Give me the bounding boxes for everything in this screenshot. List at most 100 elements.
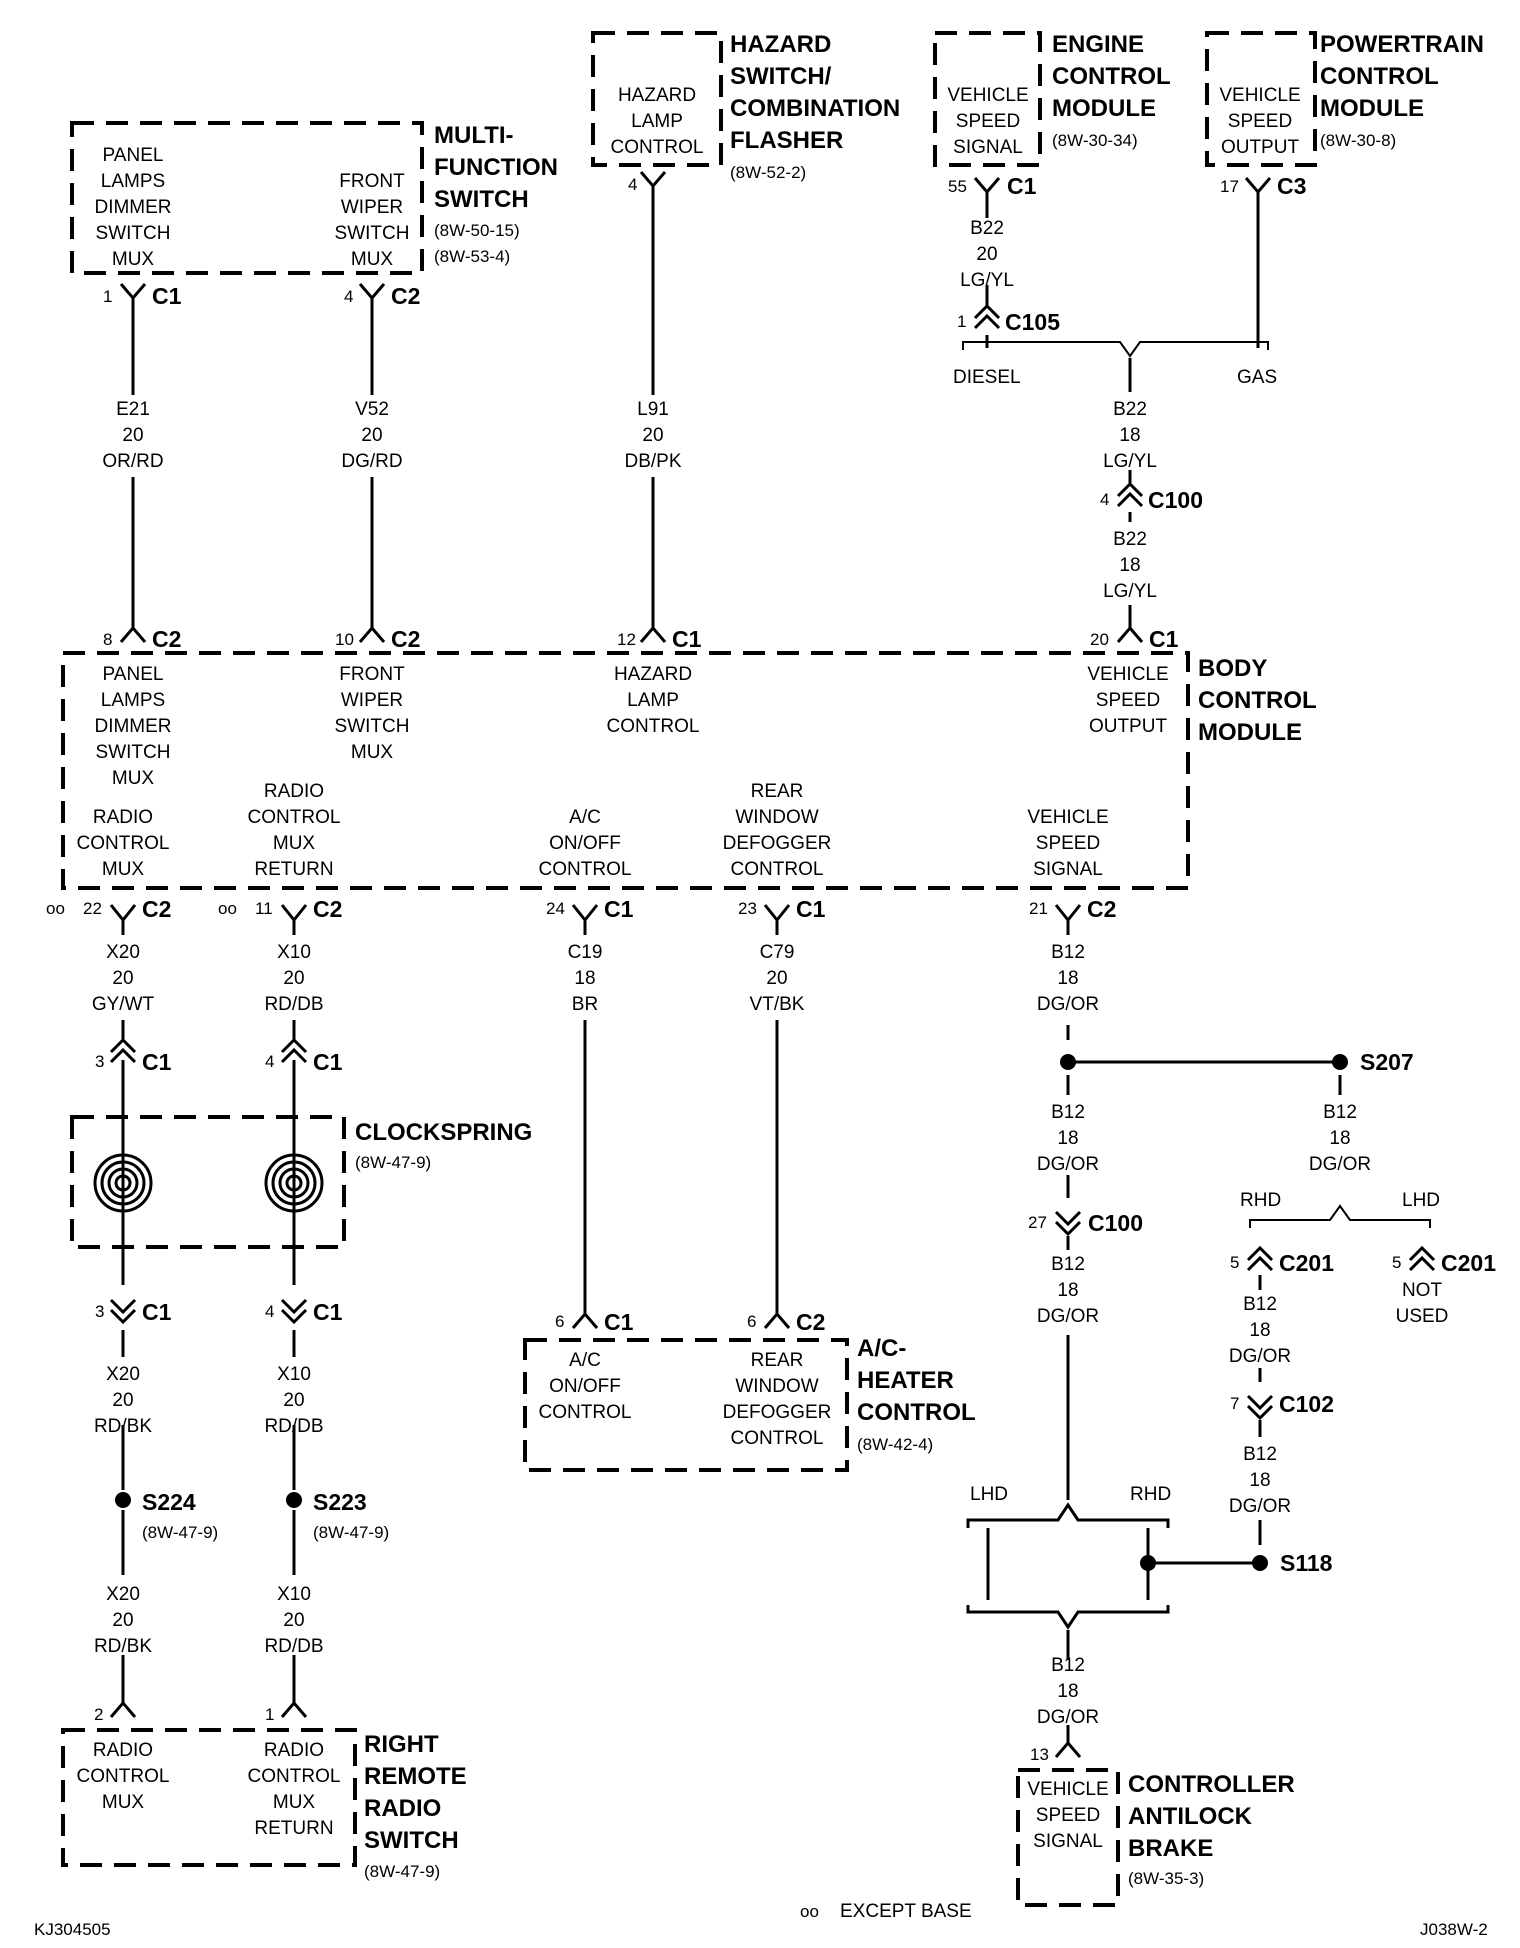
wire-label-b22-a: B22 18 LG/YL (1103, 399, 1157, 472)
bcm-label-radio-mux-return: RADIO CONTROL MUX RETURN (248, 781, 341, 880)
cs-top-right-pin: 4 (265, 1052, 274, 1071)
svg-text:B22: B22 (1113, 529, 1147, 550)
svg-text:CONTROL: CONTROL (1052, 63, 1171, 90)
wire-label-b22-b: B22 18 LG/YL (1103, 529, 1157, 602)
svg-text:SPEED: SPEED (1228, 111, 1292, 132)
svg-text:OUTPUT: OUTPUT (1089, 716, 1168, 737)
svg-text:B22: B22 (1113, 399, 1147, 420)
svg-text:B22: B22 (970, 218, 1004, 239)
selector-lhd-top: LHD (1402, 1190, 1440, 1211)
footer-left-code: KJ304505 (34, 1920, 111, 1939)
svg-text:C79: C79 (760, 942, 795, 963)
s118-name: S118 (1280, 1550, 1333, 1576)
svg-text:RADIO: RADIO (93, 1740, 153, 1761)
bcm-pin-23: 23 (738, 899, 757, 918)
svg-text:BRAKE: BRAKE (1128, 1835, 1213, 1862)
svg-text:SPEED: SPEED (956, 111, 1020, 132)
pcm-title: POWERTRAIN CONTROL MODULE (8W-30-8) (1320, 31, 1484, 150)
c201-rhd-pin: 5 (1230, 1253, 1239, 1272)
svg-text:MUX: MUX (273, 1792, 316, 1813)
svg-text:MODULE: MODULE (1320, 95, 1424, 122)
wire-label-b12-c201: B12 18 DG/OR (1229, 1294, 1291, 1367)
wire-label-x10-cs: X10 20 RD/DB (264, 1364, 323, 1437)
pcm-label: VEHICLE SPEED OUTPUT (1219, 85, 1300, 158)
svg-text:CONTROL: CONTROL (248, 1766, 341, 1787)
svg-text:DG/OR: DG/OR (1037, 994, 1099, 1015)
c201-rhd-name: C201 (1279, 1250, 1334, 1276)
svg-text:20: 20 (976, 244, 997, 265)
svg-text:OUTPUT: OUTPUT (1221, 137, 1300, 158)
svg-text:(8W-42-4): (8W-42-4) (857, 1435, 933, 1454)
svg-text:RADIO: RADIO (364, 1795, 441, 1822)
svg-text:SIGNAL: SIGNAL (1033, 1831, 1103, 1852)
svg-text:SWITCH: SWITCH (364, 1827, 459, 1854)
svg-text:A/C: A/C (569, 1350, 601, 1371)
cs-bot-left-name: C1 (142, 1299, 172, 1325)
engine-control-module-box (933, 31, 1042, 167)
s223-ref: (8W-47-9) (313, 1523, 389, 1542)
svg-text:ON/OFF: ON/OFF (549, 833, 621, 854)
svg-text:DEFOGGER: DEFOGGER (723, 833, 832, 854)
svg-text:USED: USED (1396, 1306, 1449, 1327)
splice-dot-s224 (115, 1492, 131, 1508)
svg-text:HAZARD: HAZARD (730, 31, 831, 58)
powertrain-control-module-box (1205, 31, 1317, 167)
svg-text:DG/OR: DG/OR (1229, 1346, 1291, 1367)
svg-text:REAR: REAR (751, 1350, 804, 1371)
wire-label-b12-mid: B12 18 DG/OR (1037, 1102, 1099, 1175)
svg-text:CONTROL: CONTROL (539, 859, 632, 880)
cs-top-left-pin: 3 (95, 1052, 104, 1071)
bcm-label-rear-defogger: REAR WINDOW DEFOGGER CONTROL (723, 781, 832, 880)
bcm-conn-24: C1 (604, 896, 634, 922)
svg-text:SPEED: SPEED (1096, 690, 1160, 711)
svg-text:ENGINE: ENGINE (1052, 31, 1144, 58)
wire-label-b22-ecm: B22 20 LG/YL (960, 218, 1014, 291)
svg-text:B12: B12 (1051, 1655, 1085, 1676)
wire-label-b12-c100: B12 18 DG/OR (1037, 1254, 1099, 1327)
svg-text:ON/OFF: ON/OFF (549, 1376, 621, 1397)
svg-text:18: 18 (1057, 1280, 1078, 1301)
svg-text:B12: B12 (1051, 1102, 1085, 1123)
c105-name: C105 (1005, 309, 1060, 335)
wire-label-b12-top: B12 18 DG/OR (1037, 942, 1099, 1015)
svg-text:PANEL: PANEL (103, 664, 164, 685)
svg-text:X10: X10 (277, 1584, 311, 1605)
clockspring-coil-left (93, 1153, 153, 1213)
svg-text:X10: X10 (277, 1364, 311, 1385)
hazard-switch-title: HAZARD SWITCH/ COMBINATION FLASHER (8W-5… (730, 31, 900, 182)
wire-label-x10-s223: X10 20 RD/DB (264, 1584, 323, 1657)
wire-label-x20-cs: X20 20 RD/BK (94, 1364, 152, 1437)
svg-text:MUX: MUX (351, 742, 394, 763)
svg-text:SWITCH: SWITCH (434, 186, 529, 213)
mfs-pin-left: 1 (103, 287, 112, 306)
wire-label-x10-top: X10 20 RD/DB (264, 942, 323, 1015)
svg-text:18: 18 (1249, 1470, 1270, 1491)
svg-text:CONTROL: CONTROL (539, 1402, 632, 1423)
diesel-gas-selector (962, 341, 1269, 358)
rhd-lhd-selector-top (1249, 1204, 1431, 1228)
c102-name: C102 (1279, 1391, 1334, 1417)
svg-text:MUX: MUX (273, 833, 316, 854)
svg-text:LAMPS: LAMPS (101, 690, 165, 711)
cab-label: VEHICLE SPEED SIGNAL (1027, 1779, 1108, 1852)
svg-text:SPEED: SPEED (1036, 833, 1100, 854)
svg-text:RETURN: RETURN (254, 1818, 333, 1839)
bcm-top-pin-20: 20 (1090, 630, 1109, 649)
svg-text:VEHICLE: VEHICLE (1027, 1779, 1108, 1800)
svg-text:20: 20 (283, 1390, 304, 1411)
bcm-pin-11: 11 (255, 899, 273, 918)
bcm-top-conn-10: C2 (391, 626, 420, 652)
bcm-label-front-wiper: FRONT WIPER SWITCH MUX (335, 664, 410, 763)
splice-dot-s207 (1332, 1054, 1348, 1070)
c105-pin: 1 (957, 312, 966, 331)
right-remote-radio-switch-box (61, 1728, 357, 1867)
svg-text:LAMPS: LAMPS (101, 171, 165, 192)
splice-dot-s223 (286, 1492, 302, 1508)
svg-text:18: 18 (1057, 1128, 1078, 1149)
svg-text:20: 20 (642, 425, 663, 446)
rrrs-pin-right: 1 (265, 1705, 274, 1724)
svg-text:18: 18 (574, 968, 595, 989)
bcm-label-panel-lamps: PANEL LAMPS DIMMER SWITCH MUX (94, 664, 171, 789)
bcm-top-conn-8: C2 (152, 626, 181, 652)
svg-text:FUNCTION: FUNCTION (434, 154, 558, 181)
